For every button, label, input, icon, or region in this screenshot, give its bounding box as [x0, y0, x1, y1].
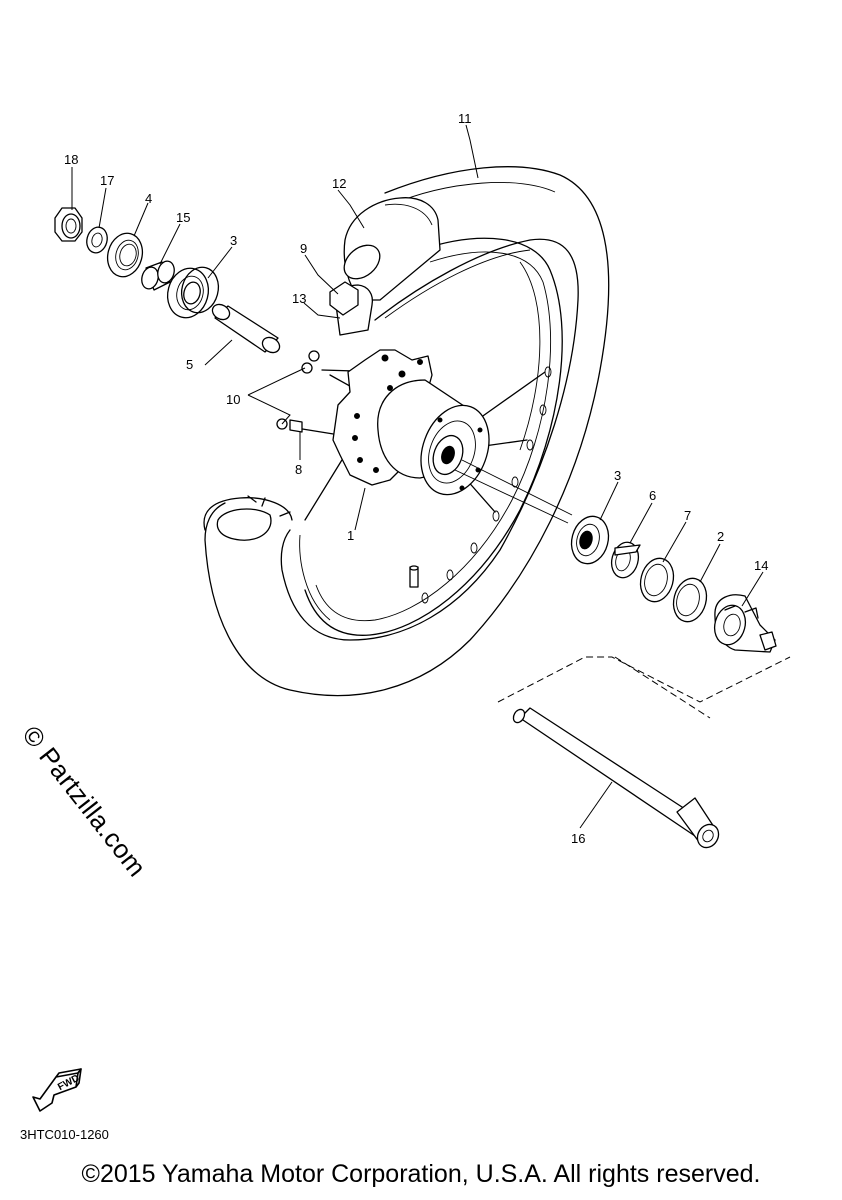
part-label-3-right: 3 [614, 468, 621, 483]
washer [86, 226, 108, 254]
part-label-3-left: 3 [230, 233, 237, 248]
part-labels: 11 12 9 13 18 17 4 15 3 5 10 8 1 3 6 7 2… [64, 111, 768, 846]
part-label-4: 4 [145, 191, 152, 206]
axle [512, 707, 720, 849]
part-label-9: 9 [300, 241, 307, 256]
part-label-12: 12 [332, 176, 346, 191]
rim [304, 237, 563, 636]
part-label-10: 10 [226, 392, 240, 407]
part-label-8: 8 [295, 462, 302, 477]
part-label-16: 16 [571, 831, 585, 846]
part-label-11: 11 [458, 111, 472, 126]
spacer [211, 303, 281, 354]
oil-seal [106, 232, 144, 278]
part-label-2: 2 [717, 529, 724, 544]
axle-nut [54, 207, 83, 242]
tube [329, 197, 441, 336]
part-label-7: 7 [684, 508, 691, 523]
ring [639, 557, 675, 603]
part-label-14: 14 [754, 558, 768, 573]
part-label-15: 15 [176, 210, 190, 225]
bearing-left [166, 266, 220, 319]
oil-seal-right [610, 541, 641, 579]
leader-lines [71, 124, 764, 829]
bearing-right [570, 515, 610, 565]
part-label-5: 5 [186, 357, 193, 372]
axle-bracket-line [497, 656, 791, 703]
collar-right [672, 577, 708, 623]
fwd-direction-icon: FWD [28, 1063, 88, 1118]
collar [141, 260, 175, 291]
part-label-1: 1 [347, 528, 354, 543]
hub [332, 349, 573, 524]
diagram-code: 3HTC010-1260 [20, 1127, 109, 1142]
copyright-notice: ©2015 Yamaha Motor Corporation, U.S.A. A… [81, 1160, 761, 1188]
part-label-6: 6 [649, 488, 656, 503]
part-label-18: 18 [64, 152, 78, 167]
part-label-17: 17 [100, 173, 114, 188]
meter-gear-unit [713, 594, 777, 653]
part-label-13: 13 [292, 291, 306, 306]
